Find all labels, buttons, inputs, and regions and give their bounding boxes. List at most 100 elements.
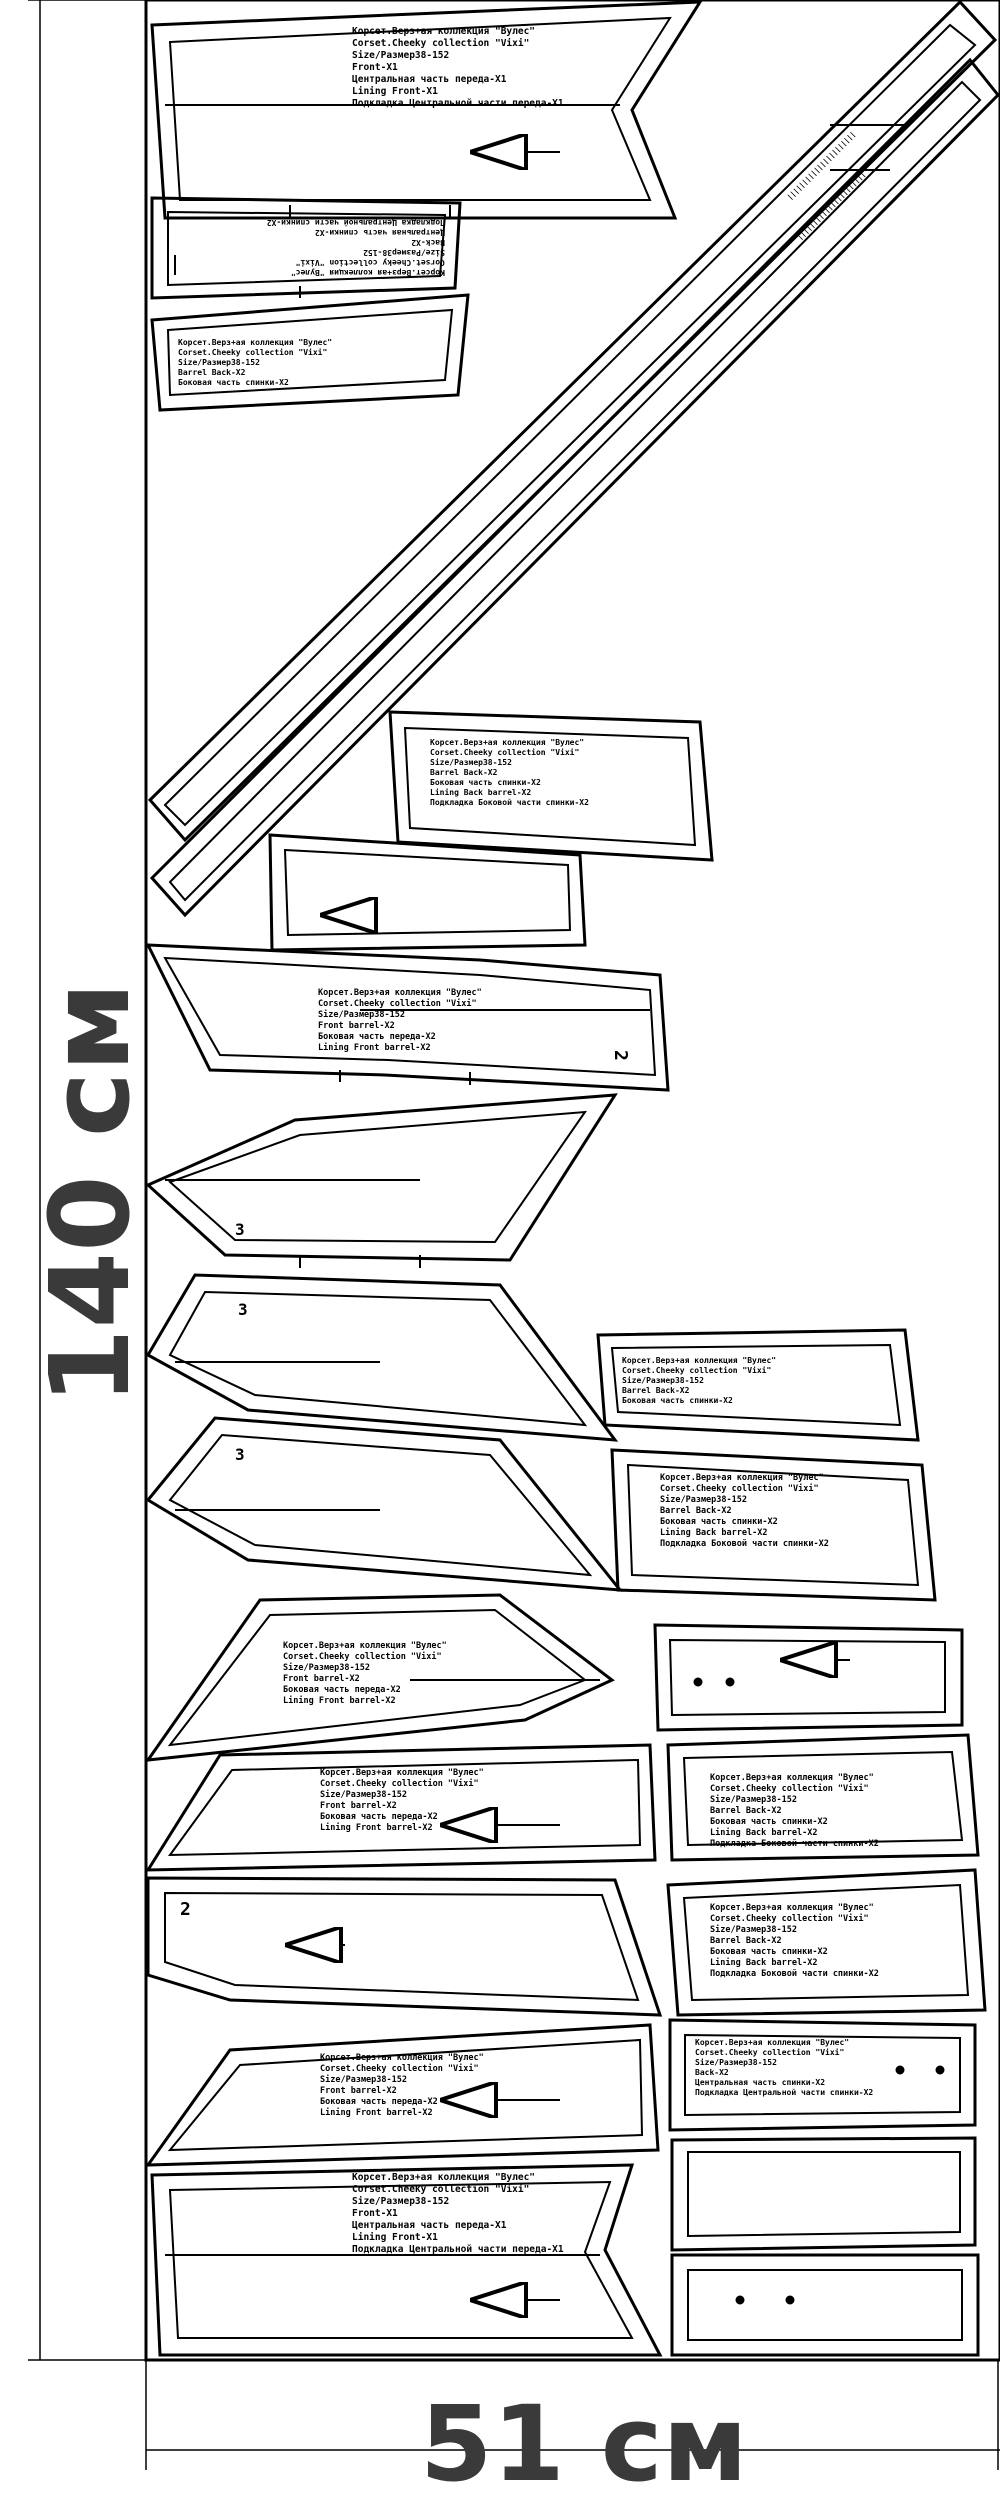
piece-number-2: 2 <box>610 1050 631 1061</box>
label-line: Боковая часть спинки-X2 <box>430 778 541 787</box>
width-dimension-label: 51 см <box>420 2383 748 2505</box>
label-line: Корсет.Верз+ая коллекция "Вулес" <box>178 338 332 347</box>
label-line: Front barrel-X2 <box>318 1021 395 1031</box>
label-line: Size/Размер38-152 <box>318 1009 405 1020</box>
label-front-bottom: Корсет.Верз+ая коллекция "Вулес" Corset.… <box>352 2172 564 2255</box>
pattern-piece-front-barrel-3 <box>145 1743 657 1872</box>
label-line: Corset.Cheeky collection "Vixi" <box>352 2184 529 2195</box>
label-line: Боковая часть спинки-X2 <box>710 1817 828 1827</box>
label-line: Corset.Cheeky collection "Vixi" <box>296 258 445 268</box>
label-line: Back-X2 <box>695 2068 729 2077</box>
label-line: Size/Размер38-152 <box>283 1662 370 1673</box>
label-line: Корсет.Верз+ая коллекция "Вулес" <box>352 26 535 37</box>
pattern-piece-back-3 <box>653 1623 964 1732</box>
label-front-barrel-3: Корсет.Верз+ая коллекция "Вулес" Corset.… <box>320 1768 484 1833</box>
pattern-piece-side-1 <box>145 1093 618 1262</box>
label-line: Front barrel-X2 <box>320 1801 397 1811</box>
label-line: Lining Back barrel-X2 <box>660 1527 767 1538</box>
label-line: Центральная часть переда-X1 <box>352 2220 507 2231</box>
notch-marks <box>299 1070 471 1268</box>
label-line: Боковая часть спинки-X2 <box>178 378 289 387</box>
label-line: Corset.Cheeky collection "Vixi" <box>622 1365 771 1375</box>
label-line: Корсет.Верз+ая коллекция "Вулес" <box>710 1903 874 1913</box>
label-line: Подкладка Центральной части переда-X1 <box>352 2244 564 2255</box>
label-line: Size/Размер38-152 <box>710 1924 797 1935</box>
label-line: Центральная часть переда-X1 <box>352 74 507 85</box>
label-line: Боковая часть спинки-X2 <box>710 1947 828 1957</box>
label-line: Lining Front barrel-X2 <box>320 1822 433 1833</box>
label-line: Size/Размер38-152 <box>430 757 512 767</box>
pattern-piece-back-4 <box>668 2018 977 2132</box>
pattern-piece-front-bottom <box>150 2163 663 2357</box>
label-line: Size/Размер38-152 <box>622 1375 704 1385</box>
label-front-barrel-2: Корсет.Верз+ая коллекция "Вулес" Corset.… <box>283 1641 447 1706</box>
label-line: Боковая часть переда-X2 <box>318 1032 436 1042</box>
label-back-barrel-3: Корсет.Верз+ая коллекция "Вулес" Corset.… <box>622 1356 776 1405</box>
label-line: Lining Front-X1 <box>352 2232 438 2243</box>
pattern-piece-back-barrel-5 <box>666 1733 980 1862</box>
label-line: Front-X1 <box>352 2208 398 2219</box>
pattern-piece-back-barrel-3 <box>596 1328 920 1442</box>
label-line: Боковая часть переда-X2 <box>320 2097 438 2107</box>
label-line: Центральная часть спинки-X2 <box>315 228 445 237</box>
label-line: Lining Front barrel-X2 <box>320 2107 433 2118</box>
pattern-piece-front-barrel-5 <box>145 2023 660 2167</box>
label-line: Центральная часть спинки-X2 <box>695 2078 825 2087</box>
label-line: Подкладка Боковой части спинки-X2 <box>660 1539 829 1549</box>
label-back-barrel-1: Корсет.Верз+ая коллекция "Вулес" Corset.… <box>178 338 332 387</box>
label-line: Barrel Back-X2 <box>178 368 246 377</box>
label-front-barrel-1: Корсет.Верз+ая коллекция "Вулес" Corset.… <box>318 988 482 1053</box>
pattern-piece-front-barrel-1 <box>145 943 670 1092</box>
label-line: Corset.Cheeky collection "Vixi" <box>352 38 529 49</box>
label-line: Size/Размер38-152 <box>352 50 449 61</box>
piece-number-3: 3 <box>235 1220 245 1239</box>
pattern-piece-diagonal-strip-1 <box>147 0 998 843</box>
label-line: Корсет.Верз+ая коллекция "Вулес" <box>318 988 482 998</box>
label-line: Corset.Cheeky collection "Vixi" <box>660 1483 819 1494</box>
label-line: Barrel Back-X2 <box>430 768 498 777</box>
label-line: Front-X1 <box>352 62 398 73</box>
label-front-barrel-5: Корсет.Верз+ая коллекция "Вулес" Corset.… <box>320 2053 484 2118</box>
pattern-piece-back-6 <box>670 2253 980 2357</box>
pattern-piece-diagonal-strip-2 <box>149 57 1000 918</box>
label-line: Подкладка Центральной части спинки-X2 <box>267 218 445 227</box>
label-line: Size/Размер38-152 <box>178 357 260 367</box>
label-line: Lining Front barrel-X2 <box>283 1695 396 1706</box>
label-line: Корсет.Верз+ая коллекция "Вулес" <box>320 2053 484 2063</box>
label-line: Lining Back barrel-X2 <box>710 1957 817 1968</box>
label-back-barrel-4: Корсет.Верз+ая коллекция "Вулес" Corset.… <box>660 1473 829 1549</box>
label-line: Barrel Back-X2 <box>710 1936 782 1946</box>
pattern-piece-back-5 <box>670 2136 977 2252</box>
label-line: Size/Размер38-152 <box>320 2074 407 2085</box>
label-line: Подкладка Центральной части спинки-X2 <box>695 2088 873 2097</box>
pattern-piece-front-barrel-2 <box>144 1593 615 1762</box>
label-line: Корсет.Верз+ая коллекция "Вулес" <box>352 2172 535 2183</box>
label-line: Корсет.Верз+ая коллекция "Вулес" <box>695 2038 849 2047</box>
label-line: Боковая часть спинки-X2 <box>660 1517 778 1527</box>
label-line: Corset.Cheeky collection "Vixi" <box>710 1913 869 1924</box>
label-line: Barrel Back-X2 <box>622 1386 690 1395</box>
piece-number-3c: 3 <box>235 1445 245 1464</box>
pattern-piece-back-barrel-6 <box>666 1868 987 2017</box>
fabric-frame <box>144 0 1000 2362</box>
label-line: Боковая часть переда-X2 <box>320 1812 438 1822</box>
label-line: Back-X2 <box>411 238 445 247</box>
label-line: Size/Размер38-152 <box>363 248 445 258</box>
label-line: Боковая часть переда-X2 <box>283 1685 401 1695</box>
label-line: Front barrel-X2 <box>283 1674 360 1684</box>
label-line: Corset.Cheeky collection "Vixi" <box>710 1783 869 1794</box>
label-line: Barrel Back-X2 <box>660 1506 732 1516</box>
label-line: Боковая часть спинки-X2 <box>622 1396 733 1405</box>
label-line: Corset.Cheeky collection "Vixi" <box>178 347 327 357</box>
width-dimension-line <box>145 2360 1000 2470</box>
label-line: Size/Размер38-152 <box>660 1494 747 1505</box>
label-line: Корсет.Верз+ая коллекция "Вулес" <box>320 1768 484 1778</box>
pattern-piece-front-top <box>150 0 703 220</box>
label-line: Size/Размер38-152 <box>320 1789 407 1800</box>
label-line: Barrel Back-X2 <box>710 1806 782 1816</box>
label-line: Корсет.Верз+ая коллекция "Вулес" <box>622 1356 776 1365</box>
label-line: Corset.Cheeky collection "Vixi" <box>283 1651 442 1662</box>
label-back-4: Корсет.Верз+ая коллекция "Вулес" Corset.… <box>695 2038 873 2097</box>
